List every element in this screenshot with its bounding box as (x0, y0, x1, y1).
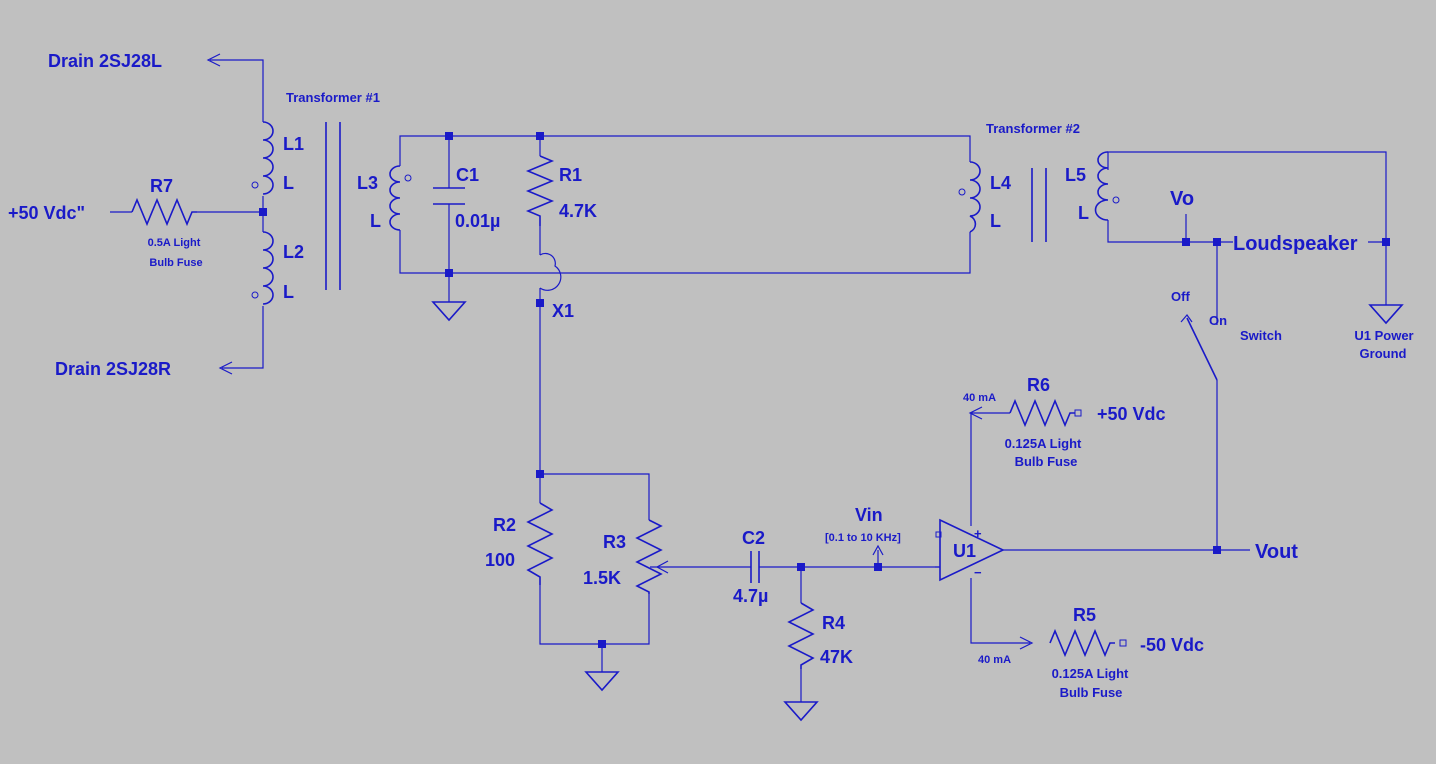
r6-supply-pin (1074, 409, 1082, 417)
label-r6-current: 40 mA (963, 392, 996, 404)
label-r3: R3 (603, 532, 626, 552)
wires (110, 59, 1387, 702)
resistor-r1 (525, 155, 555, 226)
label-r5-current: 40 mA (978, 654, 1011, 666)
label-r5-note-2: Bulb Fuse (1060, 685, 1123, 700)
label-l1-val: L (283, 173, 294, 193)
transformer2-core (1031, 168, 1047, 242)
label-u1-minus: − (974, 565, 982, 580)
label-vout: Vout (1255, 541, 1298, 563)
label-r4: R4 (822, 613, 845, 633)
switch-blade (1186, 317, 1218, 381)
label-r6-note-1: 0.125A Light (1005, 436, 1082, 451)
capacitor-c2 (750, 551, 760, 583)
label-r7-note-1: 0.5A Light (148, 237, 201, 249)
inductor-l1 (251, 121, 274, 195)
label-supply-left: +50 Vdc" (8, 203, 85, 223)
text-labels: Drain 2SJ28L Drain 2SJ28R +50 Vdc" R7 0.… (8, 51, 1414, 700)
resistor-r2 (526, 502, 554, 585)
inductor-l2 (251, 231, 274, 305)
junction-nodes (259, 132, 1390, 648)
label-c2: C2 (742, 528, 765, 548)
label-l3: L3 (357, 173, 378, 193)
label-switch-on: On (1209, 313, 1227, 328)
label-transformer2: Transformer #2 (986, 121, 1080, 136)
resistor-r6 (1009, 398, 1075, 428)
capacitor-c1 (433, 187, 465, 205)
opamp-u1 (935, 518, 1005, 582)
ground-symbol-c1 (431, 301, 467, 322)
ground-symbol-r2 (584, 671, 620, 692)
resistor-r4 (787, 602, 815, 669)
label-l5-val: L (1078, 203, 1089, 223)
transformer1-core (325, 122, 341, 290)
label-r1-val: 4.7K (559, 201, 597, 221)
label-l5: L5 (1065, 165, 1086, 185)
arrow-heads (206, 53, 1034, 650)
r5-supply-pin (1119, 639, 1127, 647)
label-r6-note-2: Bulb Fuse (1015, 454, 1078, 469)
label-l4-val: L (990, 211, 1001, 231)
r3-wiper-arrow (655, 560, 669, 574)
label-r5: R5 (1073, 605, 1096, 625)
resistor-r7 (131, 197, 197, 227)
label-switch-off: Off (1171, 289, 1190, 304)
label-drain-l: Drain 2SJ28L (48, 51, 162, 71)
label-c2-val: 4.7µ (733, 586, 768, 606)
label-c1-val: 0.01µ (455, 211, 500, 231)
label-transformer1: Transformer #1 (286, 90, 380, 105)
inductor-l4 (958, 161, 981, 233)
wire-crossover-hop (539, 252, 562, 291)
label-r3-val: 1.5K (583, 568, 621, 588)
switch-off-contact (1180, 314, 1193, 323)
label-l2: L2 (283, 242, 304, 262)
label-c1: C1 (456, 165, 479, 185)
label-l2-val: L (283, 282, 294, 302)
ground-symbol-r4 (783, 701, 819, 722)
label-vin: Vin (855, 505, 883, 525)
label-drain-r: Drain 2SJ28R (55, 359, 171, 379)
label-u1-ground-2: Ground (1360, 346, 1407, 361)
label-loudspeaker: Loudspeaker (1233, 233, 1358, 255)
label-supply-pos: +50 Vdc (1097, 404, 1166, 424)
resistor-r3 (635, 519, 663, 594)
resistor-r5 (1049, 628, 1115, 658)
ground-symbol-u1-power (1368, 304, 1404, 325)
inductor-l3 (389, 165, 412, 231)
label-vo: Vo (1170, 188, 1194, 210)
label-r1: R1 (559, 165, 582, 185)
label-r6: R6 (1027, 375, 1050, 395)
label-r4-val: 47K (820, 647, 853, 667)
label-r7-note-2: Bulb Fuse (149, 257, 202, 269)
label-r2-val: 100 (485, 550, 515, 570)
label-vin-range: [0.1 to 10 KHz] (825, 532, 901, 544)
label-r5-note-1: 0.125A Light (1052, 666, 1129, 681)
label-switch: Switch (1240, 328, 1282, 343)
label-u1-ground-1: U1 Power (1354, 328, 1413, 343)
label-r7: R7 (150, 176, 173, 196)
inductor-l5 (1094, 151, 1120, 221)
label-x1: X1 (552, 301, 574, 321)
label-l4: L4 (990, 173, 1011, 193)
label-l1: L1 (283, 134, 304, 154)
label-u1-plus: + (974, 526, 982, 541)
label-r2: R2 (493, 515, 516, 535)
label-u1: U1 (953, 541, 976, 561)
label-supply-neg: -50 Vdc (1140, 635, 1204, 655)
label-l3-val: L (370, 211, 381, 231)
